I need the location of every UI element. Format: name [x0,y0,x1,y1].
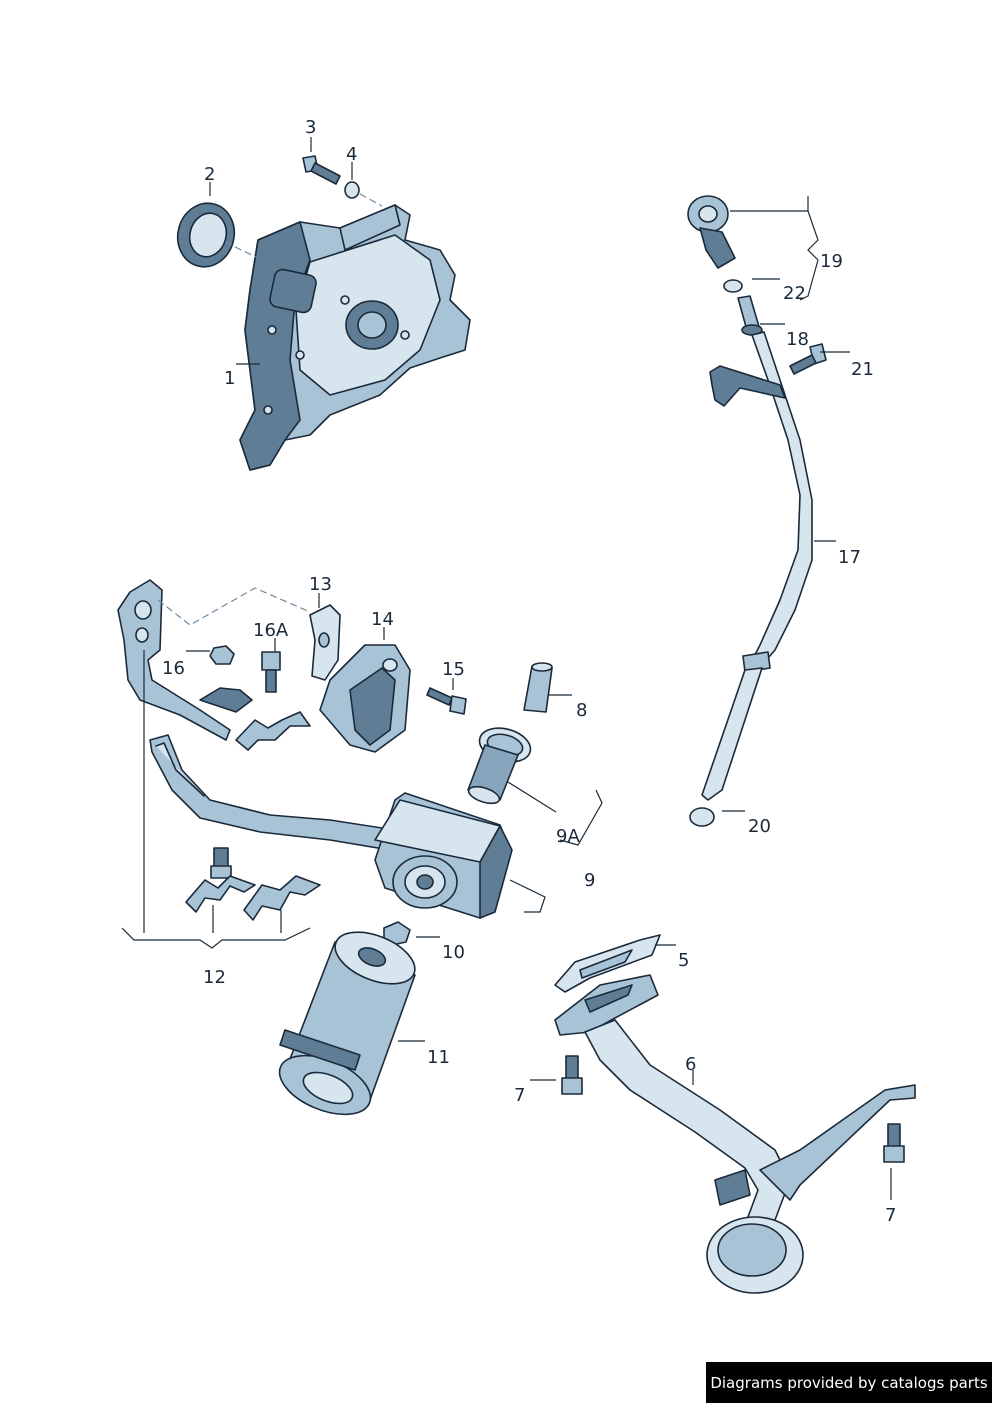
label-11: 11 [427,1047,450,1068]
clamp-12-left[interactable] [185,875,256,913]
oil-pump-housing[interactable] [239,204,471,471]
oil-cooler-9[interactable] [374,792,513,919]
label-14: 14 [371,609,394,630]
watermark-badge: Diagrams provided by catalogs parts [706,1362,992,1403]
bolt-16a[interactable] [261,651,281,693]
oil-filter-11[interactable] [271,922,422,1126]
mounting-bracket[interactable] [117,579,253,741]
bolt-12[interactable] [210,847,232,879]
bolt-3[interactable] [302,155,341,185]
guide-tube-upper[interactable] [737,295,763,336]
stud-8[interactable] [523,662,553,713]
label-6: 6 [685,1054,696,1075]
label-18: 18 [786,329,809,350]
gasket-13[interactable] [309,604,341,681]
label-19: 19 [820,251,843,272]
label-20: 20 [748,816,771,837]
bolt-21[interactable] [789,343,827,375]
label-8: 8 [576,700,587,721]
o-ring-22[interactable] [723,279,743,293]
label-9: 9 [584,870,595,891]
bolt-15[interactable] [426,687,467,715]
tube-bracket[interactable] [709,365,786,407]
leader-lines [121,137,892,1200]
oil-pipe[interactable] [149,734,396,851]
label-7-left: 7 [514,1085,525,1106]
bolt-7-right[interactable] [883,1123,905,1163]
bolt-7-left[interactable] [561,1055,583,1095]
label-21: 21 [851,359,874,380]
label-7-right: 7 [885,1205,896,1226]
clamp-upper[interactable] [235,711,311,751]
callout-labels: 1 2 3 4 5 6 7 7 8 9 9A 10 11 12 13 14 15… [162,117,896,1226]
washer-4[interactable] [344,181,360,199]
label-13: 13 [309,574,332,595]
label-9a: 9A [556,826,580,847]
label-4: 4 [346,144,357,165]
dipstick-handle[interactable] [687,195,736,269]
label-22: 22 [783,283,806,304]
label-10: 10 [442,942,465,963]
nut-16[interactable] [209,645,235,665]
label-17: 17 [838,547,861,568]
label-1: 1 [224,368,235,389]
filter-screen[interactable] [467,744,519,807]
o-ring-20[interactable] [689,807,715,827]
label-5: 5 [678,950,689,971]
oil-filter-bracket-14[interactable] [319,644,411,753]
label-15: 15 [442,659,465,680]
label-16a: 16A [253,620,289,641]
seal-ring-2[interactable] [171,197,242,273]
label-12: 12 [203,967,226,988]
oil-pickup-pipe-6[interactable] [554,974,916,1294]
label-16: 16 [162,658,185,679]
clamp-12-right[interactable] [243,875,321,921]
label-3: 3 [305,117,316,138]
label-2: 2 [204,164,215,185]
dipstick-tube-17[interactable] [701,331,813,801]
